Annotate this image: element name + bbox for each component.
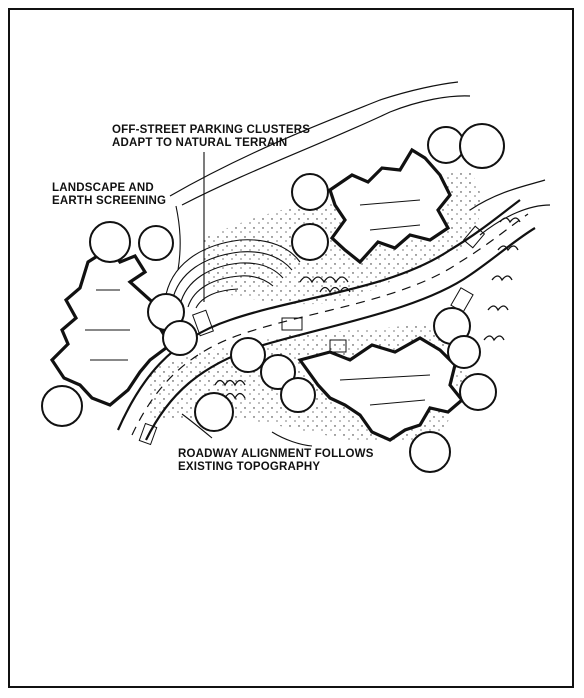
annotation-roadway-line-1: ROADWAY ALIGNMENT FOLLOWS bbox=[178, 448, 374, 460]
annotation-parking-line-1: OFF-STREET PARKING CLUSTERS bbox=[112, 124, 311, 136]
building-northeast bbox=[328, 147, 452, 265]
annotation-parking: OFF-STREET PARKING CLUSTERS ADAPT TO NAT… bbox=[112, 124, 310, 150]
building-southeast bbox=[297, 336, 465, 442]
annotation-parking-line-2: ADAPT TO NATURAL TERRAIN bbox=[112, 137, 288, 149]
earth-screening-mound bbox=[164, 239, 301, 309]
annotation-landscape: LANDSCAPE AND EARTH SCREENING bbox=[52, 182, 166, 208]
parking-stalls bbox=[138, 225, 486, 446]
leader-lines bbox=[175, 152, 313, 447]
annotation-landscape-line-2: EARTH SCREENING bbox=[52, 195, 167, 207]
building-west bbox=[49, 245, 173, 407]
annotation-landscape-line-1: LANDSCAPE AND bbox=[52, 182, 154, 194]
annotation-roadway: ROADWAY ALIGNMENT FOLLOWS EXISTING TOPOG… bbox=[178, 448, 374, 474]
shrub-clusters bbox=[214, 217, 521, 400]
roadway bbox=[116, 199, 536, 441]
annotation-roadway-line-2: EXISTING TOPOGRAPHY bbox=[178, 461, 321, 473]
trees bbox=[41, 123, 505, 473]
